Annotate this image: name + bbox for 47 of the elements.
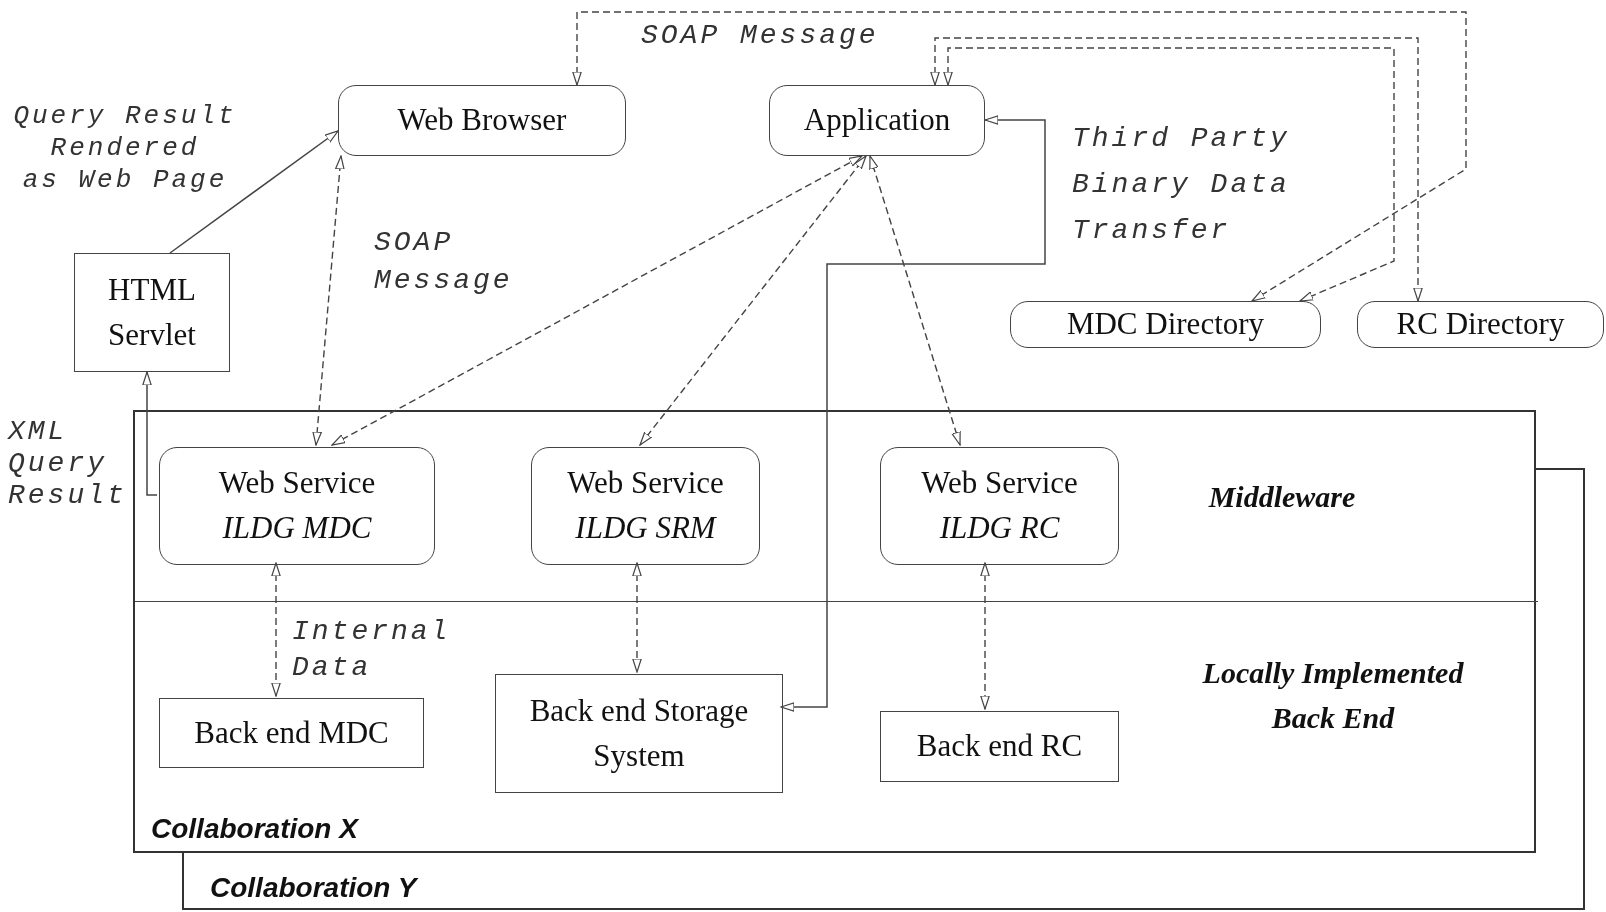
node-sublabel: ILDG MDC (222, 509, 372, 547)
frame-title: Collaboration X (151, 813, 358, 845)
annotation-text: XML Query Result (8, 416, 127, 512)
connector-arrow (331, 155, 863, 446)
node-label: Back end RC (916, 727, 1083, 766)
connector-arrow (312, 155, 345, 446)
node-label: Web Service (218, 464, 376, 503)
connector-arrow (980, 562, 990, 710)
annotation-text: SOAP Message (374, 226, 513, 298)
node-label: Web Browser (397, 101, 567, 140)
service-box (1010, 301, 1321, 348)
process-box (159, 698, 424, 768)
service-box (531, 447, 760, 565)
process-box (880, 711, 1119, 782)
node-label: RC Directory (1396, 305, 1565, 344)
layer-title: Middleware (1207, 479, 1357, 515)
service-box (1357, 301, 1604, 348)
node-sublabel: ILDG RC (939, 509, 1060, 547)
connector-arrow (271, 562, 281, 697)
service-box (880, 447, 1119, 565)
connector-arrow (142, 371, 158, 496)
node-label: HTML Servlet (108, 270, 196, 354)
annotation-text: Query Result Rendered as Web Page (12, 100, 238, 196)
service-box (769, 85, 985, 156)
annotation-text: Internal Data (292, 615, 451, 685)
process-box (74, 253, 230, 372)
connector-arrow (632, 562, 642, 673)
node-label: Web Service (567, 464, 724, 503)
node-label: Back end Storage System (529, 691, 749, 775)
process-box (495, 674, 783, 793)
node-label: Back end MDC (194, 713, 389, 752)
service-box (159, 447, 435, 565)
annotation-text: Third Party Binary Data Transfer (1072, 122, 1290, 248)
connector-arrow (572, 11, 1467, 302)
connector-arrow (639, 155, 867, 446)
node-sublabel: ILDG SRM (575, 509, 716, 547)
connector-arrow (169, 130, 339, 254)
frame-title: Collaboration Y (210, 872, 417, 904)
node-label: MDC Directory (1066, 305, 1265, 344)
annotation-text: SOAP Message (641, 20, 879, 51)
layer-title: Locally Implemented Back End (1201, 655, 1465, 736)
node-label: Web Service (921, 464, 1078, 503)
collaboration-frame (133, 410, 1536, 853)
connector-arrow (780, 115, 1046, 712)
connector-arrow (869, 155, 961, 446)
service-box (338, 85, 626, 156)
node-label: Application (803, 101, 951, 140)
